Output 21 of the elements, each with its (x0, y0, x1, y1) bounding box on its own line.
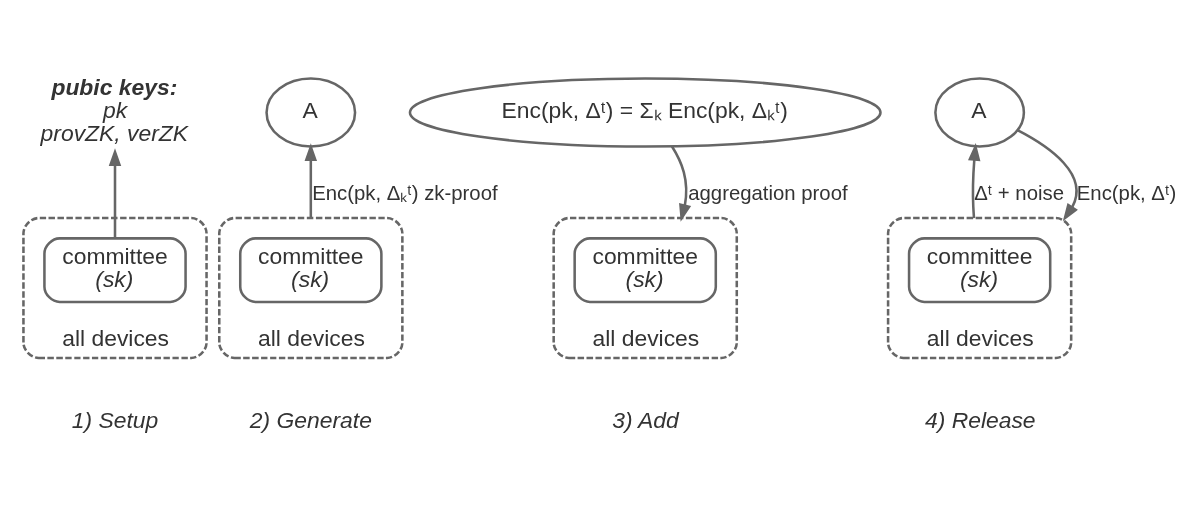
node-label: 2) Generate (249, 406, 372, 433)
node-box: committee (sk) (907, 236, 1052, 303)
arrow (670, 145, 692, 222)
node-label: 4) Release (924, 406, 1036, 433)
node-box: committee (sk) (573, 236, 718, 303)
node-label: 1) Setup (71, 406, 159, 433)
node-text: pubic keys: pk provZK, verZK (40, 73, 189, 146)
node-ellipse: A (934, 76, 1026, 148)
edge-label: Enc(pk, Δₖᵗ) zk-proof (312, 181, 498, 204)
arrow (108, 147, 122, 238)
edge-label: Δᵗ + noise (974, 181, 1064, 204)
node-box: committee (sk) (43, 236, 187, 303)
arrow (304, 142, 318, 218)
arrow (1016, 128, 1078, 221)
node-ellipse: Enc(pk, Δᵗ) = Σₖ Enc(pk, Δₖᵗ) (408, 76, 882, 148)
node-label: 3) Add (612, 406, 679, 433)
node-ellipse: A (265, 76, 357, 148)
node-box: committee (sk) (239, 236, 383, 303)
arrow (968, 142, 981, 218)
edge-label: aggregation proof (688, 181, 848, 204)
edge-label: Enc(pk, Δᵗ) (1076, 181, 1177, 204)
